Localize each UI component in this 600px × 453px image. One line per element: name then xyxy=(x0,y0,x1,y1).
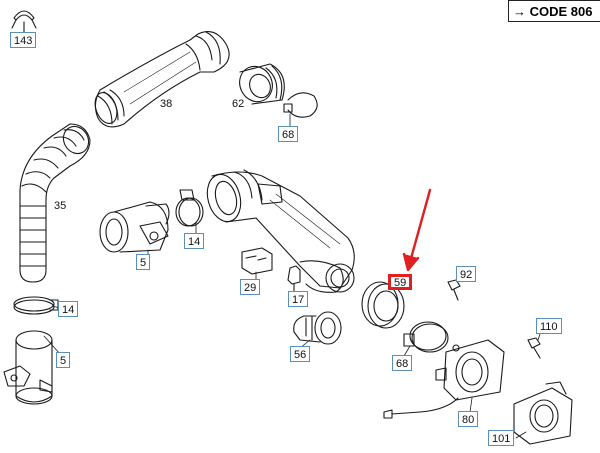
connector-29-drawing xyxy=(241,247,273,275)
callout-59-highlighted[interactable]: 59 xyxy=(388,274,413,290)
code-label: CODE 806 xyxy=(529,4,593,19)
hose-38-drawing xyxy=(94,31,230,128)
hose-35-drawing xyxy=(19,123,91,283)
sensor-5-left-drawing xyxy=(3,330,53,405)
label-62: 62 xyxy=(232,98,245,110)
callout-17[interactable]: 17 xyxy=(288,291,309,307)
callout-5-upper[interactable]: 5 xyxy=(136,254,151,270)
throttle-body-80-drawing xyxy=(383,339,505,419)
callout-56[interactable]: 56 xyxy=(290,346,311,362)
code-box: → CODE 806 xyxy=(508,0,600,22)
callout-5-left[interactable]: 5 xyxy=(56,352,71,368)
callout-110[interactable]: 110 xyxy=(536,318,562,334)
callout-143[interactable]: 143 xyxy=(10,32,37,48)
callout-101[interactable]: 101 xyxy=(488,430,515,446)
air-duct-drawing xyxy=(206,169,355,293)
label-38: 38 xyxy=(160,98,173,110)
elbow-56-drawing xyxy=(293,311,342,345)
code-arrow-icon: → xyxy=(513,4,526,19)
callout-92[interactable]: 92 xyxy=(456,266,477,282)
highlight-arrow xyxy=(402,188,432,272)
coupling-62-drawing xyxy=(239,63,285,105)
callout-14-mid[interactable]: 14 xyxy=(184,233,205,249)
screw-92-drawing xyxy=(447,279,461,301)
label-35: 35 xyxy=(54,200,67,212)
callout-68-top[interactable]: 68 xyxy=(278,126,299,142)
bolt-17-drawing xyxy=(287,265,301,293)
screw-110-drawing xyxy=(527,337,541,359)
clamp-68-top-drawing xyxy=(283,92,318,118)
clamp-68-lower-drawing xyxy=(403,321,449,353)
callout-80[interactable]: 80 xyxy=(458,411,479,427)
adapter-101-drawing xyxy=(513,381,573,445)
callout-68-lower[interactable]: 68 xyxy=(392,355,413,371)
clamp-143-drawing xyxy=(11,10,37,33)
sensor-5-upper-drawing xyxy=(99,201,170,253)
clamp-14-left-drawing xyxy=(13,296,59,315)
callout-29[interactable]: 29 xyxy=(240,279,261,295)
ring-59-drawing xyxy=(361,281,405,329)
clamp-14-mid-drawing xyxy=(175,189,204,227)
callout-14-left[interactable]: 14 xyxy=(58,301,79,317)
